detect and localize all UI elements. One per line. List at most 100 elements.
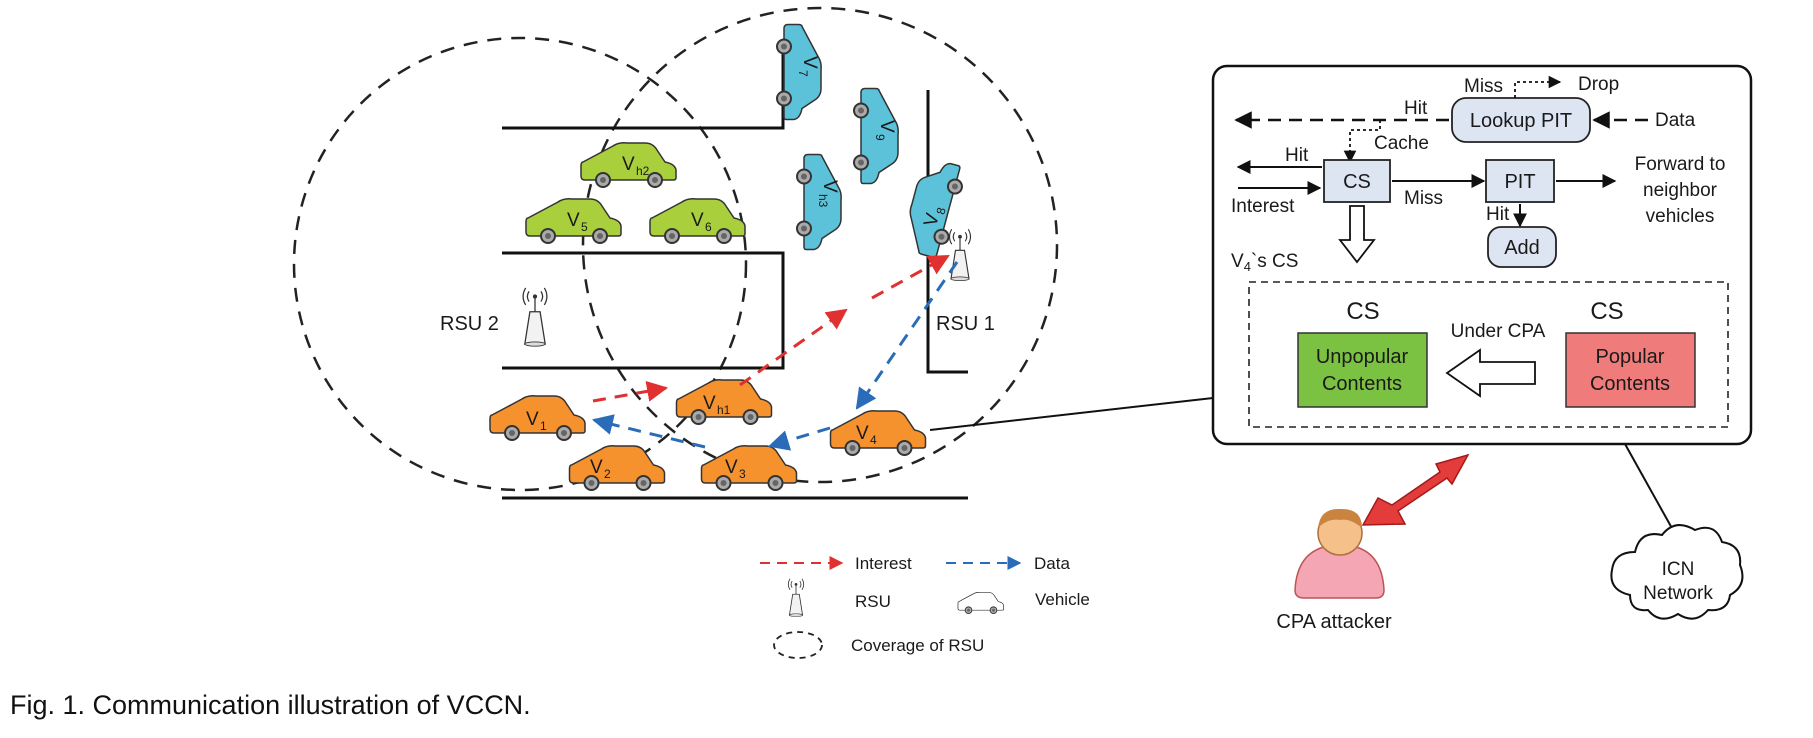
interest-arrow-vh1-v8 (739, 308, 848, 387)
vehicle-v9: V9 (852, 87, 900, 185)
cache-label: Cache (1374, 133, 1429, 154)
svg-text:h2: h2 (636, 164, 650, 178)
legend-interest-label: Interest (855, 554, 912, 573)
svg-text:1: 1 (540, 419, 547, 433)
svg-text:V: V (622, 154, 635, 175)
legend-vehicle-icon (957, 591, 1005, 615)
cs-hit-label: Hit (1285, 145, 1309, 166)
lookup-pit-label: Lookup PIT (1470, 110, 1572, 132)
svg-text:V: V (856, 423, 869, 444)
svg-text:V: V (725, 457, 738, 478)
cs-right-title: CS (1590, 298, 1623, 325)
legend-data-label: Data (1034, 554, 1070, 573)
popular-label-1: Popular (1596, 346, 1665, 368)
pit-box (1485, 159, 1555, 203)
svg-text:V: V (567, 210, 580, 231)
interest-arrow-v8-rsu1 (871, 254, 950, 300)
rsu2-label: RSU 2 (440, 313, 499, 335)
svg-text:V: V (799, 56, 820, 69)
svg-text:V: V (590, 457, 603, 478)
miss-top-label: Miss (1464, 76, 1503, 97)
attack-arrow-icon (1361, 453, 1470, 526)
legend-vehicle-label: Vehicle (1035, 590, 1090, 609)
data-arrow-rsu1-v4 (855, 261, 959, 410)
cpa-attacker-label: CPA attacker (1276, 611, 1392, 633)
vehicle-v8: V8 (898, 155, 969, 261)
v4-detail-connector (929, 397, 1214, 431)
interest-in-label: Interest (1231, 196, 1295, 217)
hit-top-label: Hit (1404, 98, 1428, 119)
forward-label-3: vehicles (1646, 206, 1715, 227)
data-arrow-v4-v3 (767, 426, 831, 451)
cs-left-title: CS (1346, 298, 1379, 325)
down-hollow-arrow (1338, 205, 1376, 264)
svg-text:h1: h1 (717, 403, 731, 417)
svg-text:4: 4 (870, 433, 877, 447)
legend: Interest Data RSU Vehicle Coverage of RS… (760, 554, 1090, 659)
data-in-label: Data (1655, 110, 1696, 131)
v4-cs-label: V4`s CS (1231, 251, 1298, 274)
rsu1-icon (948, 228, 972, 282)
rsu2-icon (522, 287, 548, 348)
svg-text:9: 9 (873, 134, 887, 141)
svg-text:V: V (876, 120, 897, 133)
unpopular-label-1: Unpopular (1316, 346, 1409, 368)
drop-label: Drop (1578, 74, 1619, 95)
cache-arrow (1343, 120, 1381, 164)
left-hollow-arrow (1445, 348, 1536, 398)
vehicle-vh3: Vh3 (795, 153, 843, 251)
cs-box (1323, 159, 1391, 203)
interest-arrow-v1-vh1 (592, 380, 669, 403)
svg-text:7: 7 (796, 70, 810, 77)
pit-hit-label: Hit (1486, 204, 1510, 225)
legend-coverage-icon (773, 631, 823, 659)
cs-label: CS (1343, 171, 1371, 193)
svg-text:V: V (526, 409, 539, 430)
svg-text:V: V (691, 210, 704, 231)
cs-miss-label: Miss (1404, 188, 1443, 209)
popular-contents-box (1565, 332, 1696, 408)
svg-text:6: 6 (705, 220, 712, 234)
legend-rsu-icon (787, 578, 805, 617)
rsu1-coverage-circle (581, 6, 1059, 484)
legend-coverage-label: Coverage of RSU (851, 636, 984, 655)
svg-text:V: V (920, 211, 944, 229)
data-arrow-v3-v1 (591, 414, 706, 449)
figure-caption: Fig. 1. Communication illustration of VC… (10, 690, 531, 720)
svg-text:V: V (703, 393, 716, 414)
rsu2-coverage-circle (292, 36, 748, 492)
under-cpa-label: Under CPA (1451, 321, 1546, 342)
unpopular-label-2: Contents (1322, 373, 1402, 395)
svg-text:3: 3 (739, 467, 746, 481)
flow-arrows (591, 254, 959, 451)
svg-text:8: 8 (934, 206, 949, 216)
svg-text:2: 2 (604, 467, 611, 481)
svg-text:h3: h3 (816, 194, 830, 208)
pit-label: PIT (1504, 171, 1535, 193)
add-label: Add (1504, 237, 1540, 259)
icn-label-2: Network (1643, 583, 1713, 604)
icn-network-cloud-icon (1610, 524, 1744, 620)
cpa-attacker-icon (1294, 508, 1385, 599)
icn-label-1: ICN (1662, 559, 1695, 580)
forward-label-2: neighbor (1643, 180, 1718, 201)
unpopular-contents-box (1297, 332, 1428, 408)
legend-rsu-label: RSU (855, 592, 891, 611)
lookup-pit-box (1451, 97, 1591, 143)
svg-text:V: V (819, 180, 840, 193)
forward-label-1: Forward to (1635, 154, 1726, 175)
svg-text:5: 5 (581, 220, 588, 234)
rsu1-label: RSU 1 (936, 313, 995, 335)
vehicle-v7: V7 (775, 23, 823, 121)
popular-label-2: Contents (1590, 373, 1670, 395)
add-box (1487, 226, 1557, 268)
